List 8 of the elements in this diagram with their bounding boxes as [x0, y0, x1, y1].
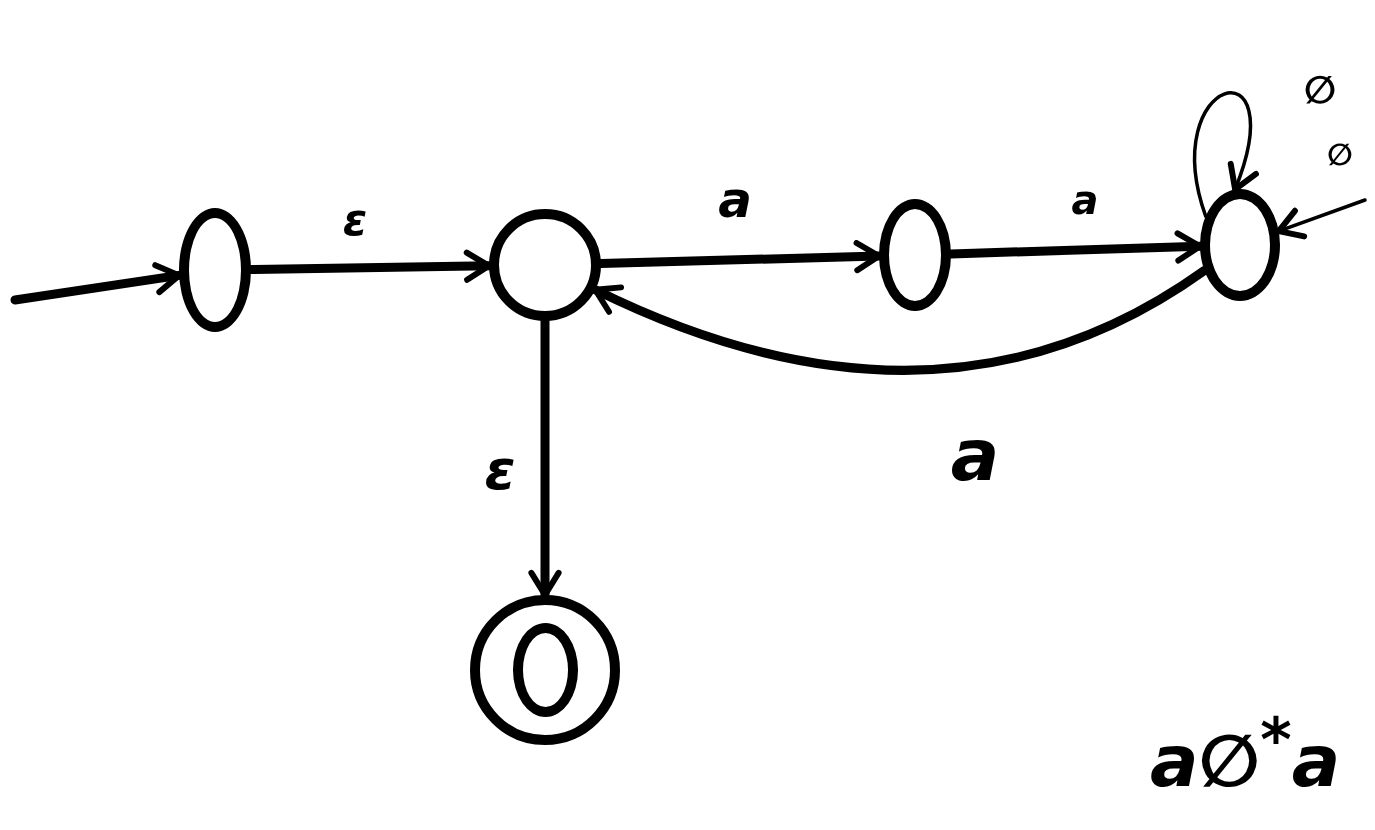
accept-state: [470, 595, 620, 745]
state-circle: [179, 208, 251, 332]
state-circle: [879, 199, 951, 311]
regex-note: a∅$^{*}$a: [1150, 710, 1341, 797]
start-arrow: [1275, 198, 1367, 240]
self-loop-arrow: [1192, 91, 1258, 218]
state-circle: [1200, 189, 1280, 301]
state-circle: [489, 209, 601, 321]
